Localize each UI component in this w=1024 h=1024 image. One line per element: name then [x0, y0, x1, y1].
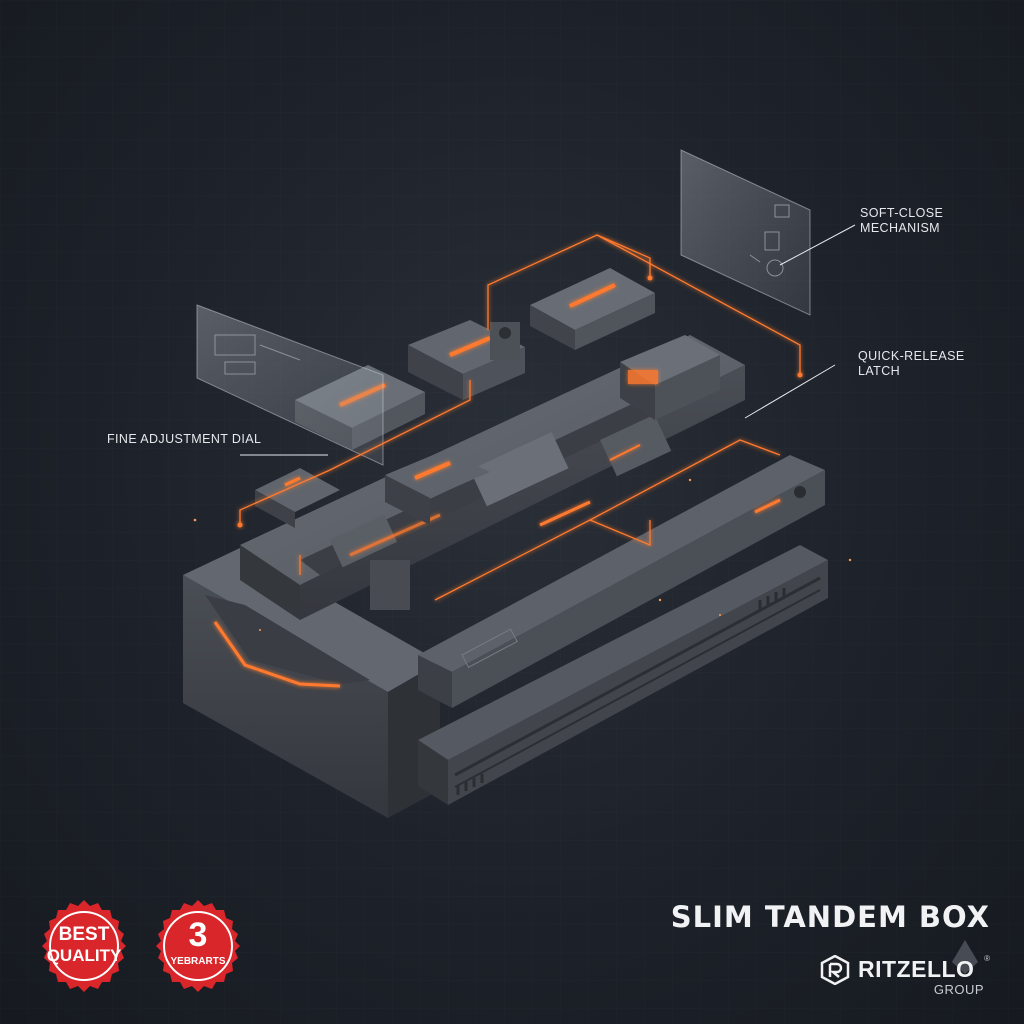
brand-name: RITZELLO: [858, 956, 975, 982]
callout-fine-adjustment: FINE ADJUSTMENT DIAL: [107, 432, 261, 447]
product-title: SLIM TANDEM BOX: [670, 900, 990, 934]
bottom-runner-rail: [418, 545, 828, 805]
floating-block-top: [530, 268, 655, 350]
callout-quick-release: QUICK-RELEASE LATCH: [858, 349, 965, 379]
floating-latch-housing: [620, 335, 720, 420]
callout-quick-release-line1: QUICK-RELEASE: [858, 349, 965, 363]
callout-soft-close-line1: SOFT-CLOSE: [860, 206, 944, 220]
glass-panel-right: [680, 149, 811, 316]
glass-panel-left: [196, 304, 384, 466]
seal-badge-icon: [42, 900, 126, 992]
brand-logo-block: RITZELLO ® GROUP: [820, 952, 990, 1002]
floating-post: [490, 322, 520, 360]
floating-block-mid: [385, 450, 490, 525]
callout-fine-adjustment-line1: FINE ADJUSTMENT DIAL: [107, 432, 262, 446]
leader-end-dots: [237, 275, 803, 528]
diamond-icon: [952, 940, 978, 974]
badge-quality-line1: BEST: [58, 924, 110, 945]
brand-registered-mark: ®: [984, 954, 990, 963]
white-leader-lines: [240, 224, 856, 456]
callout-soft-close: SOFT-CLOSE MECHANISM: [860, 206, 943, 236]
badge-warranty-label: YEBRARTS: [170, 956, 226, 967]
hexagon-r-icon: [820, 955, 850, 985]
main-slide-mechanism: [240, 335, 745, 620]
orange-leader-lines: [239, 234, 801, 601]
callout-soft-close-line2: MECHANISM: [860, 221, 940, 235]
callout-quick-release-line2: LATCH: [858, 364, 901, 378]
badge-quality-line2: QUALITY: [46, 946, 122, 965]
warranty-badge: 3 YEBRARTS: [150, 898, 246, 994]
brand-sub: GROUP: [933, 982, 984, 997]
seal-badge-icon: [156, 900, 240, 992]
best-quality-badge: BEST QUALITY: [36, 898, 132, 994]
sparkle-particles: [193, 478, 852, 631]
side-rail-panel: [418, 455, 825, 708]
badge-warranty-number: 3: [188, 916, 208, 954]
